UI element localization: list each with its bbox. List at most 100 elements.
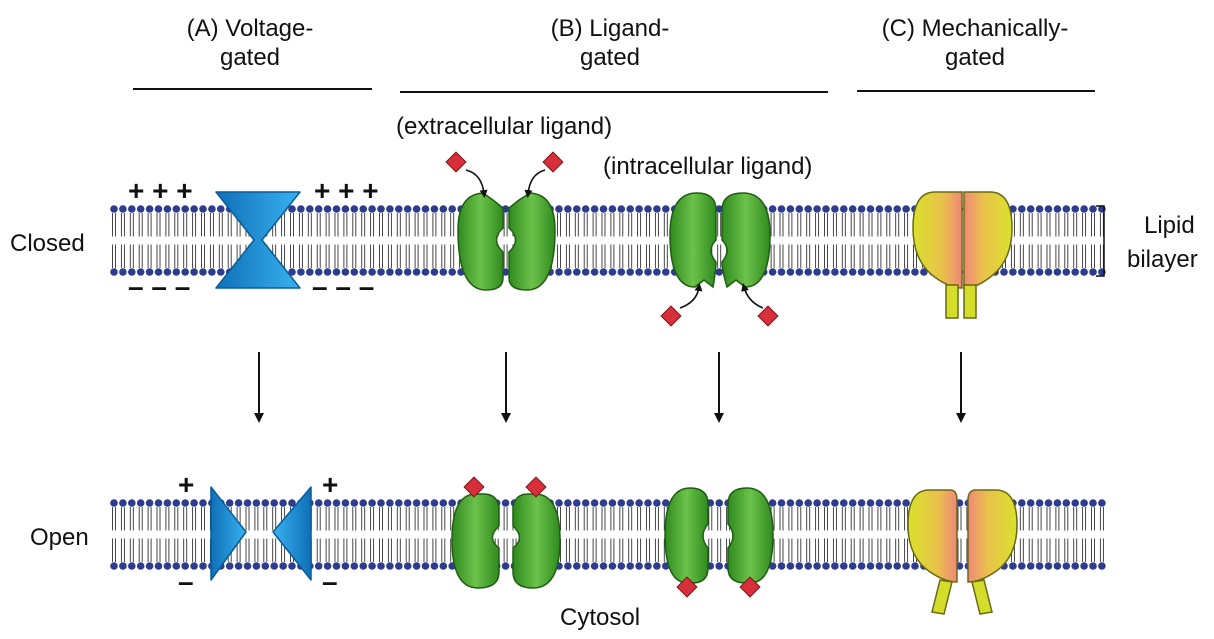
- lipid-tails: [147, 213, 152, 268]
- lipid-head: [288, 499, 296, 507]
- lipid-tails: [850, 507, 855, 562]
- lipid-head: [181, 205, 189, 213]
- bilayer-bracket: [1096, 205, 1105, 277]
- lipid-tails: [1055, 507, 1060, 562]
- lipid-head: [626, 499, 634, 507]
- lipid-head: [270, 499, 279, 507]
- lipid-head: [190, 499, 198, 507]
- ligand-channel-int-right-open: [727, 487, 774, 584]
- lipid-tails: [334, 213, 339, 268]
- lipid-head: [323, 268, 332, 276]
- lipid-head: [1000, 268, 1008, 276]
- lipid-head: [252, 562, 261, 570]
- lipid-tails: [503, 213, 508, 268]
- lipid-head: [377, 268, 385, 276]
- lipid-head: [866, 499, 875, 507]
- lipid-head: [119, 268, 127, 276]
- mechanical-channel-left-closed: [912, 191, 963, 289]
- lipid-tails: [895, 213, 900, 268]
- lipid-tails: [841, 507, 846, 562]
- lipid-head: [1009, 562, 1017, 570]
- lipid-head: [243, 499, 252, 507]
- lipid-head: [430, 205, 439, 213]
- lipid-head: [599, 499, 608, 507]
- lipid-head: [306, 205, 314, 213]
- lipid-head: [1053, 268, 1062, 276]
- lipid-head: [110, 499, 118, 507]
- lipid-head: [154, 268, 163, 276]
- lipid-head: [314, 562, 323, 570]
- lipid-head: [635, 499, 643, 507]
- lipid-head: [581, 562, 590, 570]
- lipid-head: [359, 205, 368, 213]
- lipid-head: [617, 205, 626, 213]
- lipid-tails: [610, 507, 615, 562]
- lipid-head: [857, 268, 866, 276]
- lipid-head: [136, 499, 145, 507]
- lipid-head: [377, 205, 385, 213]
- lipid-tails: [370, 213, 375, 268]
- lipid-tails: [414, 213, 419, 268]
- label-intracellular-ligand: (intracellular ligand): [603, 153, 813, 180]
- lipid-head: [1018, 562, 1026, 570]
- ligand-channel-ext-left-closed: [457, 192, 504, 291]
- lipid-head: [403, 562, 412, 570]
- lipid-head: [573, 499, 581, 507]
- lipid-head: [848, 268, 857, 276]
- lipid-head: [617, 562, 626, 570]
- lipid-head: [234, 562, 243, 570]
- lipid-head: [608, 268, 617, 276]
- lipid-head: [564, 562, 572, 570]
- lipid-head: [172, 499, 181, 507]
- lipid-head: [653, 562, 661, 570]
- lipid-tails: [120, 213, 125, 268]
- lipid-head: [831, 499, 839, 507]
- lipid-head: [341, 268, 350, 276]
- lipid-tails: [565, 507, 570, 562]
- lipid-head: [893, 268, 901, 276]
- lipid-tails: [245, 507, 250, 562]
- lipid-tails: [236, 213, 241, 268]
- lipid-head: [350, 562, 359, 570]
- lipid-tails: [156, 507, 161, 562]
- lipid-tails: [1055, 213, 1060, 268]
- lipid-head: [1089, 268, 1097, 276]
- lipid-head: [448, 268, 457, 276]
- lipid-head: [181, 499, 189, 507]
- lipid-head: [1080, 499, 1088, 507]
- lipid-tails: [192, 507, 197, 562]
- lipid-head: [635, 268, 643, 276]
- lipid-tails: [361, 213, 366, 268]
- ligand-channel-int-left-open: [664, 487, 709, 584]
- lipid-head: [297, 205, 305, 213]
- lipid-head: [501, 499, 510, 507]
- lipid-tails: [201, 213, 205, 268]
- lipid-tails: [183, 507, 188, 562]
- lipid-tails: [708, 507, 713, 562]
- lipid-head: [1089, 499, 1097, 507]
- lipid-tails: [788, 507, 793, 562]
- ligand-channel-ext-right-closed: [508, 192, 556, 291]
- lipid-tails: [877, 507, 882, 562]
- ligand-channel-ext-left-open: [451, 493, 500, 589]
- lipid-tails: [601, 213, 606, 268]
- lipid-head: [314, 205, 323, 213]
- lipid-tails: [806, 507, 811, 562]
- lipid-head: [866, 268, 875, 276]
- lipid-head: [1080, 562, 1088, 570]
- lipid-head: [136, 205, 145, 213]
- lipid-head: [190, 562, 198, 570]
- ligand-channel-int-right-closed: [721, 192, 771, 289]
- lipid-tails: [183, 213, 188, 268]
- lipid-tails: [1064, 213, 1069, 268]
- lipid-tails: [654, 213, 659, 268]
- lipid-tails: [1099, 507, 1104, 562]
- lipid-head: [217, 268, 225, 276]
- lipid-head: [412, 499, 421, 507]
- ligand-arrow-int-left: [679, 283, 703, 309]
- lipid-head: [626, 562, 634, 570]
- lipid-head: [1089, 562, 1097, 570]
- lipid-head: [119, 499, 127, 507]
- lipid-head: [412, 205, 421, 213]
- lipid-head: [768, 499, 777, 507]
